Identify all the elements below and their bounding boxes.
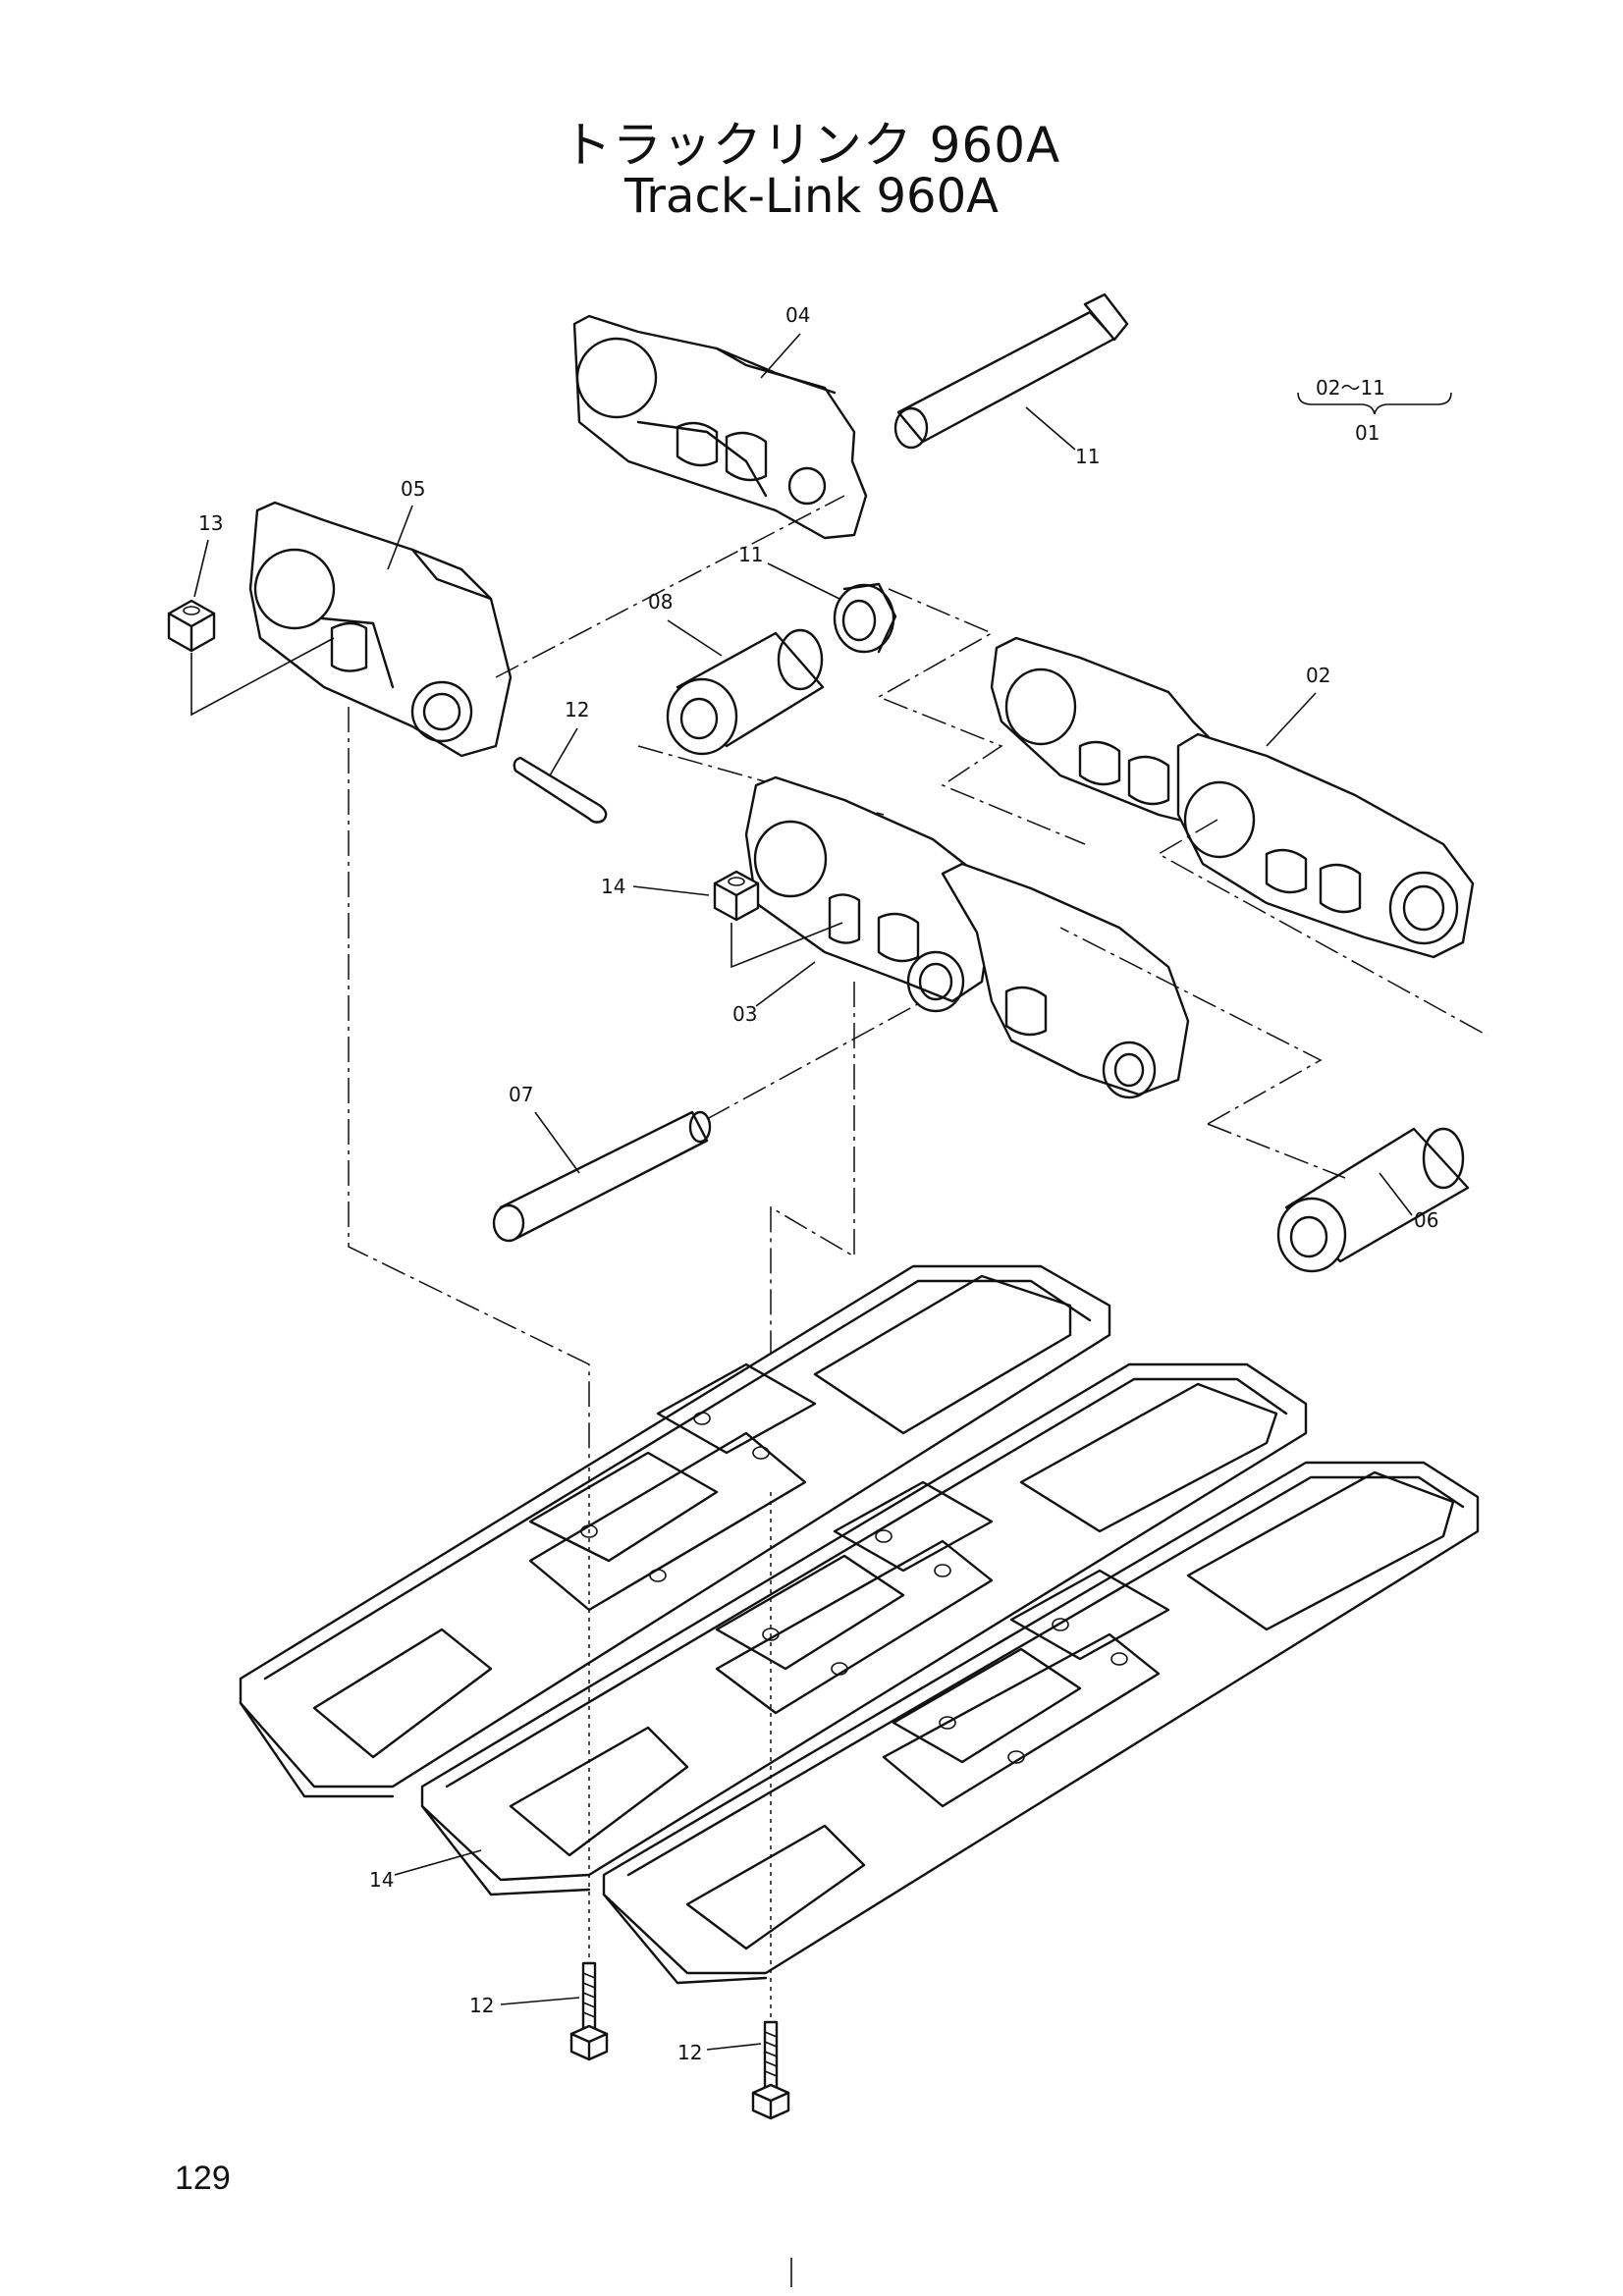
assembly-range-label: 02～11 (1316, 376, 1385, 400)
bolt-12-right (751, 2020, 790, 2120)
bolt-12-left (569, 1961, 609, 2061)
callout-06: 06 (1414, 1208, 1438, 1232)
callout-12-right: 12 (677, 2041, 702, 2064)
link-02 (990, 636, 1475, 959)
callout-10: 11 (738, 543, 763, 566)
callout-13-left: 13 (198, 511, 223, 535)
title-english: Track-Link 960A (624, 169, 999, 224)
link-05 (248, 501, 513, 758)
callout-03: 03 (732, 1002, 757, 1026)
callout-12-left: 12 (469, 1994, 494, 2017)
callout-02: 02 (1306, 664, 1330, 687)
pin-11 (513, 756, 608, 824)
shoe-14-back (239, 1264, 1111, 1798)
page-number: 129 (175, 2160, 231, 2197)
pin-09 (893, 293, 1129, 450)
callout-13-middle: 14 (601, 875, 625, 898)
shoe-14-front (602, 1461, 1480, 1985)
bushing-06 (1276, 1127, 1470, 1273)
seal-10 (833, 582, 897, 654)
callout-11: 12 (565, 698, 589, 721)
assembly-number-label: 01 (1355, 421, 1380, 445)
link-04 (572, 314, 868, 540)
callout-09: 11 (1075, 445, 1100, 468)
assembly-bracket: 02～11 01 (1297, 376, 1452, 445)
title-japanese: トラックリンク 960A (562, 117, 1061, 174)
shoe-14-middle (420, 1362, 1308, 1896)
callout-05: 05 (401, 477, 425, 501)
pin-07 (492, 1110, 712, 1243)
link-03 (744, 775, 1190, 1099)
bushing-08 (666, 628, 825, 756)
callout-07: 07 (509, 1083, 533, 1106)
callout-04: 04 (785, 303, 810, 327)
nut-13-middle (713, 870, 760, 922)
nut-13-left (167, 599, 216, 653)
callout-14: 14 (369, 1868, 394, 1892)
callout-08: 08 (648, 590, 673, 614)
